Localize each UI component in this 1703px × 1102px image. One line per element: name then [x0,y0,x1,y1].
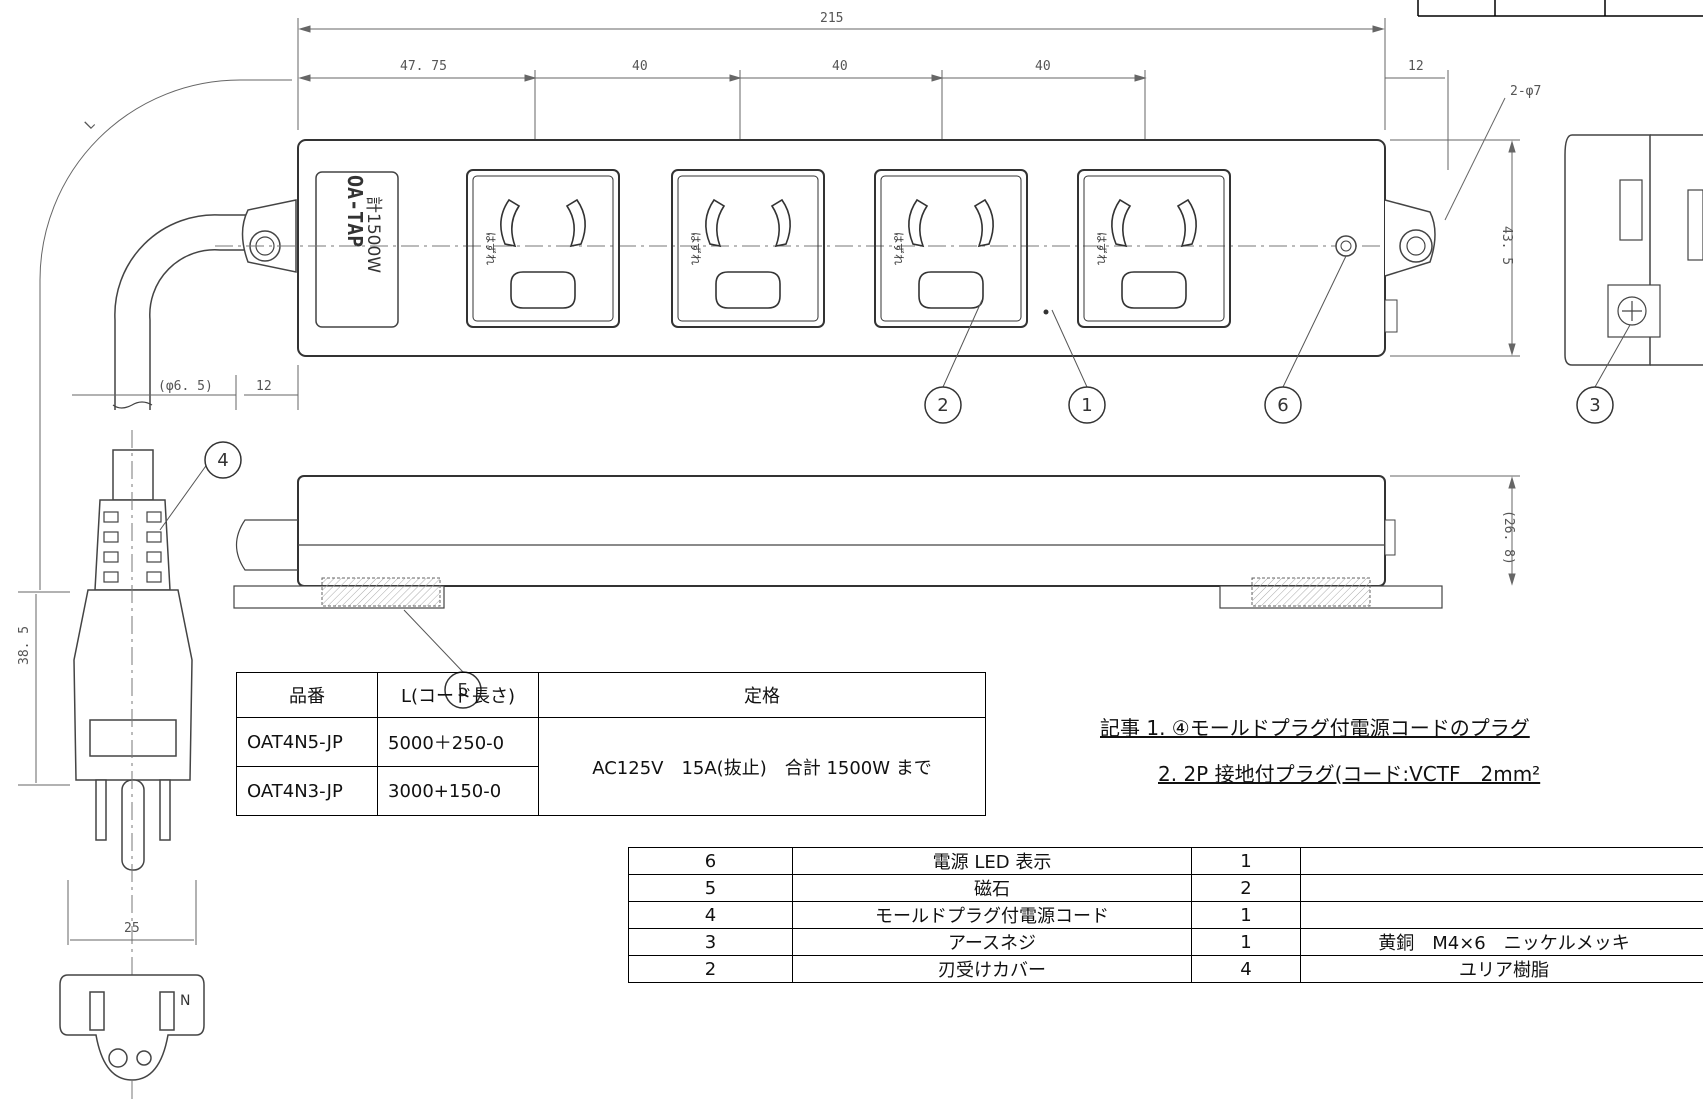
dim-plug-len-label: 38. 5 [17,626,32,665]
parts-spec: ユリア樹脂 [1300,955,1703,983]
tap-body-side [297,475,1386,587]
table-row: OAT4N5-JP 5000＋250-0 AC125V 15A(抜止) 合計 1… [236,717,986,816]
dim-hole-label: 2-φ7 [1510,84,1541,99]
dim-seg3-label: 40 [832,59,848,74]
parts-name: 磁石 [792,874,1192,902]
parts-spec: 黄銅 M4×6 ニッケルメッキ [1300,928,1703,956]
outlet: はずれ [874,169,1028,328]
outlet-group: はずれ はずれ はずれ はずれ [466,169,1231,328]
outlet-label: はずれ [689,232,702,265]
header-length: L(コード長さ) [377,672,539,718]
callout-circle [1264,386,1302,424]
plug-assembly [73,449,193,871]
dim-height-label: 43. 5 [1499,226,1514,265]
parts-spec [1300,901,1703,929]
parts-qty: 2 [1191,874,1301,902]
parts-name: アースネジ [792,928,1192,956]
parts-no: 2 [628,955,793,983]
dim-seg4-label: 40 [1035,59,1051,74]
parts-no: 6 [628,847,793,875]
callout-number: 3 [1589,395,1600,416]
parts-qty: 4 [1191,955,1301,983]
callout-number: 4 [217,450,228,471]
outlet: はずれ [466,169,620,328]
parts-qty: 1 [1191,928,1301,956]
callout-circle [1068,386,1106,424]
parts-no: 4 [628,901,793,929]
parts-name: モールドプラグ付電源コード [792,901,1192,929]
row-rating: AC125V 15A(抜止) 合計 1500W まで [538,717,986,816]
outlet-label: はずれ [892,232,905,265]
dim-total-label: 215 [820,11,843,26]
dim-side-height-label: (26. 8) [1501,510,1516,565]
callout-number: 6 [1277,395,1288,416]
parts-no: 3 [628,928,793,956]
callout-circle [204,441,242,479]
dim-plug-width-label: 25 [124,921,140,936]
dim-seg2-label: 40 [632,59,648,74]
parts-name: 刃受けカバー [792,955,1192,983]
outlet: はずれ [671,169,825,328]
row-length: 5000＋250-0 [377,717,539,767]
callout-circle [924,386,962,424]
dim-right-tab-label: 12 [1408,59,1424,74]
dim-seg1-label: 47. 75 [400,59,447,74]
callout-number: 2 [937,395,948,416]
parts-no: 5 [628,874,793,902]
cord-length-arc [39,79,292,590]
dim-cord-length-label: L [82,117,98,133]
plug-neutral-mark: N [180,993,190,1009]
note-line-2: 2. 2P 接地付プラグ(コード:VCTF 2mm² [1158,762,1541,786]
outlet-label: はずれ [484,232,497,265]
outlet: はずれ [1077,169,1231,328]
svg-text:OA-TAP: OA-TAP [343,175,367,247]
outlet-label: はずれ [1095,232,1108,265]
plug-face [59,974,205,1081]
parts-name: 電源 LED 表示 [792,847,1192,875]
parts-spec [1300,874,1703,902]
tap-body-top [297,139,1386,357]
title-block-corner [1417,0,1703,17]
product-label-plate [315,171,399,328]
parts-spec [1300,847,1703,875]
callout-circle [1576,386,1614,424]
spec-table-header: 品番 L(コード長さ) 定格 [236,672,986,718]
dim-total-width [297,18,1386,130]
row-model: OAT4N5-JP [236,717,378,767]
table-row: OAT4N3-JP 3000+150-0 [236,766,986,816]
spec-table: 品番 L(コード長さ) 定格 OAT4N5-JP 5000＋250-0 AC12… [236,672,986,816]
note-line-1: 記事 1. ④モールドプラグ付電源コードのプラグ [1100,716,1530,740]
parts-qty: 1 [1191,847,1301,875]
parts-qty: 1 [1191,901,1301,929]
led-indicator [1335,235,1357,257]
svg-text:計1500W: 計1500W [363,196,383,273]
callout-number: 1 [1081,395,1092,416]
header-model: 品番 [236,672,378,718]
dim-left-offset-label: 12 [256,379,272,394]
row-length: 3000+150-0 [377,766,539,816]
row-model: OAT4N3-JP [236,766,378,816]
dim-cord-dia-label: (φ6. 5) [158,379,213,394]
header-rating: 定格 [538,672,986,718]
